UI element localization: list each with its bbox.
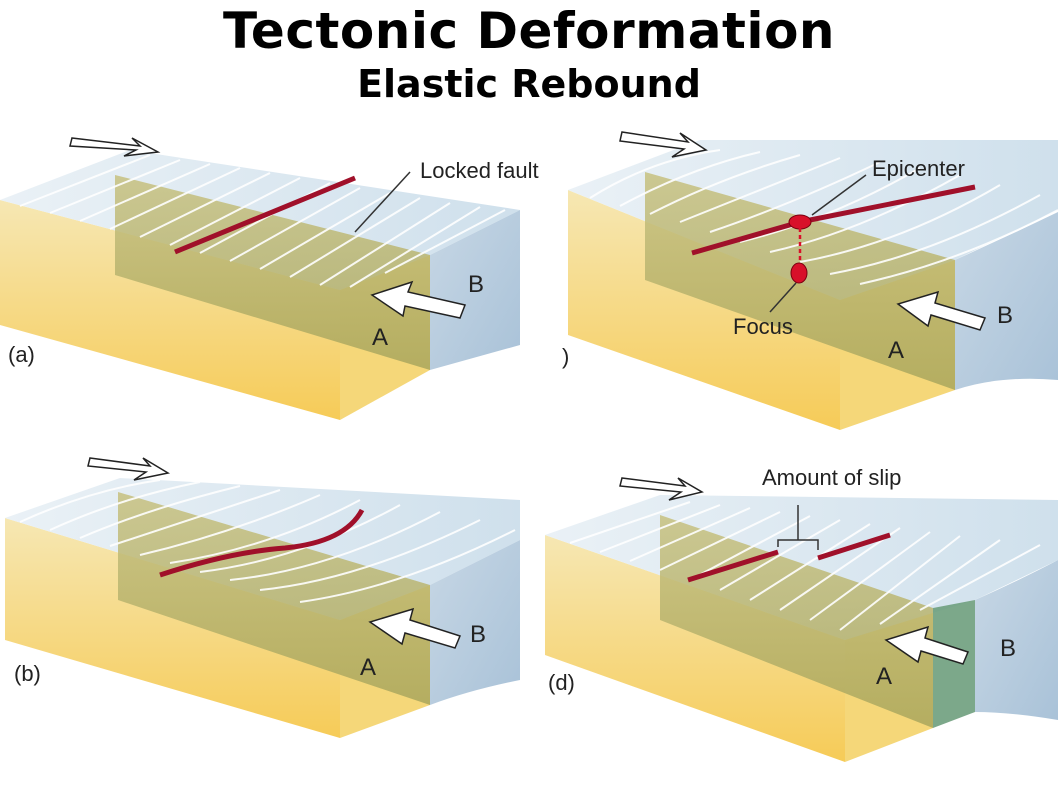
block-a-label: A <box>876 663 892 690</box>
panel-b: A B (b) <box>5 457 520 738</box>
fault-line-left <box>691 219 801 256</box>
slip-bracket <box>777 505 819 550</box>
focus-dot <box>790 262 808 284</box>
arrow-block-a <box>896 290 987 331</box>
block-b-label: B <box>470 621 486 648</box>
block-a-front <box>568 190 840 430</box>
panel-d-label: (d) <box>548 670 575 695</box>
epicenter-dot <box>788 214 812 230</box>
fault-face <box>115 175 430 370</box>
block-b-side <box>430 210 520 370</box>
arrow-top-left <box>619 131 708 158</box>
fault-line-right-segment <box>817 532 891 561</box>
block-b-side <box>975 560 1058 720</box>
block-b-label: B <box>997 302 1013 329</box>
arrow-top-left <box>87 457 171 481</box>
panel-a: Locked fault A B (a) <box>0 137 539 420</box>
panel-d: Amount of slip A B (d) <box>545 465 1058 762</box>
bent-fault-line <box>159 508 365 578</box>
block-a-label: A <box>888 337 904 364</box>
fault-line-right <box>799 184 976 225</box>
focus-label: Focus <box>733 314 793 339</box>
locked-fault-line <box>174 175 356 255</box>
arrow-top-left <box>69 137 161 157</box>
block-a-label: A <box>360 654 376 681</box>
arrow-top-left <box>619 477 704 501</box>
amount-of-slip-label: Amount of slip <box>762 465 901 490</box>
page-title: Tectonic Deformation <box>222 2 836 60</box>
block-a-front <box>5 518 340 738</box>
locked-fault-label: Locked fault <box>420 158 539 183</box>
arrow-block-a <box>370 280 467 319</box>
panel-c: Epicenter Focus A B ) <box>562 131 1058 430</box>
block-b-side <box>430 540 520 705</box>
epicenter-label: Epicenter <box>872 156 965 181</box>
block-a-front <box>0 200 340 420</box>
page-subtitle: Elastic Rebound <box>357 62 701 106</box>
slip-offset-face <box>933 600 975 728</box>
fault-face <box>118 492 430 705</box>
block-b-side <box>955 212 1058 390</box>
panel-a-label: (a) <box>8 342 35 367</box>
arrow-block-a <box>884 625 970 665</box>
block-b-label: B <box>1000 635 1016 662</box>
panel-b-label: (b) <box>14 661 41 686</box>
fault-line-left-segment <box>687 549 779 583</box>
block-b-label: B <box>468 271 484 298</box>
panel-c-label: ) <box>562 344 569 369</box>
block-a-front <box>545 535 845 762</box>
block-a-label: A <box>372 324 388 351</box>
arrow-block-a <box>368 607 462 649</box>
